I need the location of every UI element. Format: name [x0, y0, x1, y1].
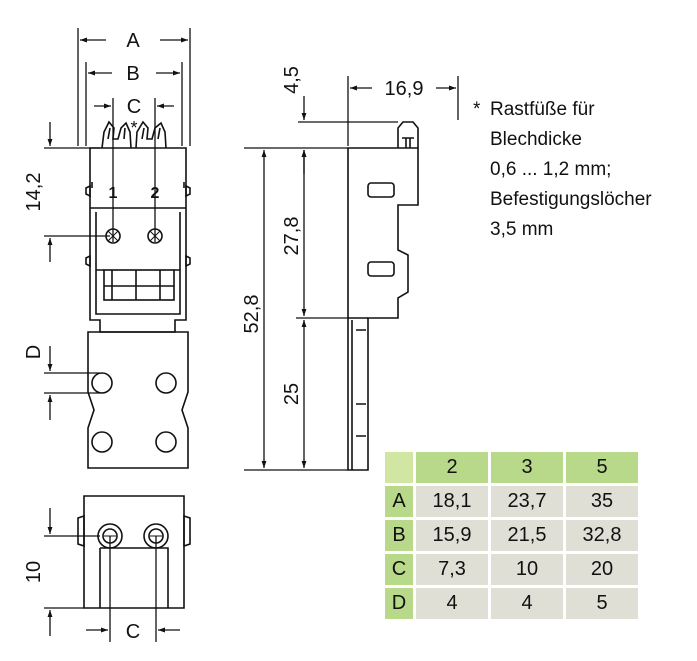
footnote-line: Befestigungslöcher: [490, 189, 652, 210]
label-pin-1: 1: [109, 185, 118, 202]
dimension-lines: [44, 28, 459, 642]
label-c-bottom: C: [126, 621, 140, 643]
side-view: [347, 121, 419, 471]
table-cell: 7,3: [416, 554, 488, 585]
footnote: * Rastfüße für Blechdicke 0,6 ... 1,2 mm…: [473, 95, 652, 245]
table-cell: 15,9: [416, 520, 488, 551]
column-header: 2: [416, 452, 488, 483]
housing-upper: [89, 147, 187, 333]
label-16-9: 16,9: [385, 78, 424, 100]
table-cell: 20: [566, 554, 638, 585]
table-corner: [385, 452, 413, 483]
label-b: B: [126, 63, 139, 85]
table-row: A 18,1 23,7 35: [385, 486, 638, 517]
table-cell: 21,5: [491, 520, 563, 551]
footnote-line: Blechdicke: [490, 129, 582, 150]
front-view: [85, 120, 191, 469]
label-52-8: 52,8: [241, 295, 263, 334]
label-25: 25: [281, 383, 303, 405]
row-header: B: [385, 520, 413, 551]
table-cell: 5: [566, 588, 638, 619]
mounting-plate: [87, 331, 189, 469]
label-d: D: [23, 345, 45, 359]
table-cell: 4: [491, 588, 563, 619]
label-a: A: [126, 30, 140, 52]
table-cell: 18,1: [416, 486, 488, 517]
housing-bottom: [83, 495, 185, 609]
row-header: A: [385, 486, 413, 517]
locking-feet: [101, 120, 167, 149]
table-cell: 4: [416, 588, 488, 619]
table-row: B 15,9 21,5 32,8: [385, 520, 638, 551]
label-27-8: 27,8: [281, 217, 303, 256]
footnote-marker: *: [473, 99, 481, 120]
column-header: 5: [566, 452, 638, 483]
table-cell: 32,8: [566, 520, 638, 551]
table-cell: 35: [566, 486, 638, 517]
table-cell: 10: [491, 554, 563, 585]
footnote-line: Rastfüße für: [490, 99, 595, 120]
column-header: 3: [491, 452, 563, 483]
bottom-view: [77, 495, 191, 609]
label-c-top: C: [127, 96, 141, 118]
label-10: 10: [23, 561, 45, 583]
housing-side: [347, 147, 419, 471]
label-14-2: 14,2: [23, 173, 45, 212]
dimension-table: 2 3 5 A 18,1 23,7 35 B 15,9 21,5 32,8 C …: [382, 449, 641, 622]
label-asterisk: *: [130, 118, 137, 138]
table-cell: 23,7: [491, 486, 563, 517]
dimension-labels: A B C * 1 2 14,2 D 10 C 4,5 16,9 52,8 27…: [23, 30, 423, 643]
table-row: C 7,3 10 20: [385, 554, 638, 585]
table-header-row: 2 3 5: [385, 452, 638, 483]
footnote-line: 3,5 mm: [490, 219, 554, 240]
footnote-line: 0,6 ... 1,2 mm;: [490, 159, 612, 180]
label-4-5: 4,5: [281, 66, 303, 94]
row-header: D: [385, 588, 413, 619]
row-header: C: [385, 554, 413, 585]
label-pin-2: 2: [151, 185, 160, 202]
table-row: D 4 4 5: [385, 588, 638, 619]
